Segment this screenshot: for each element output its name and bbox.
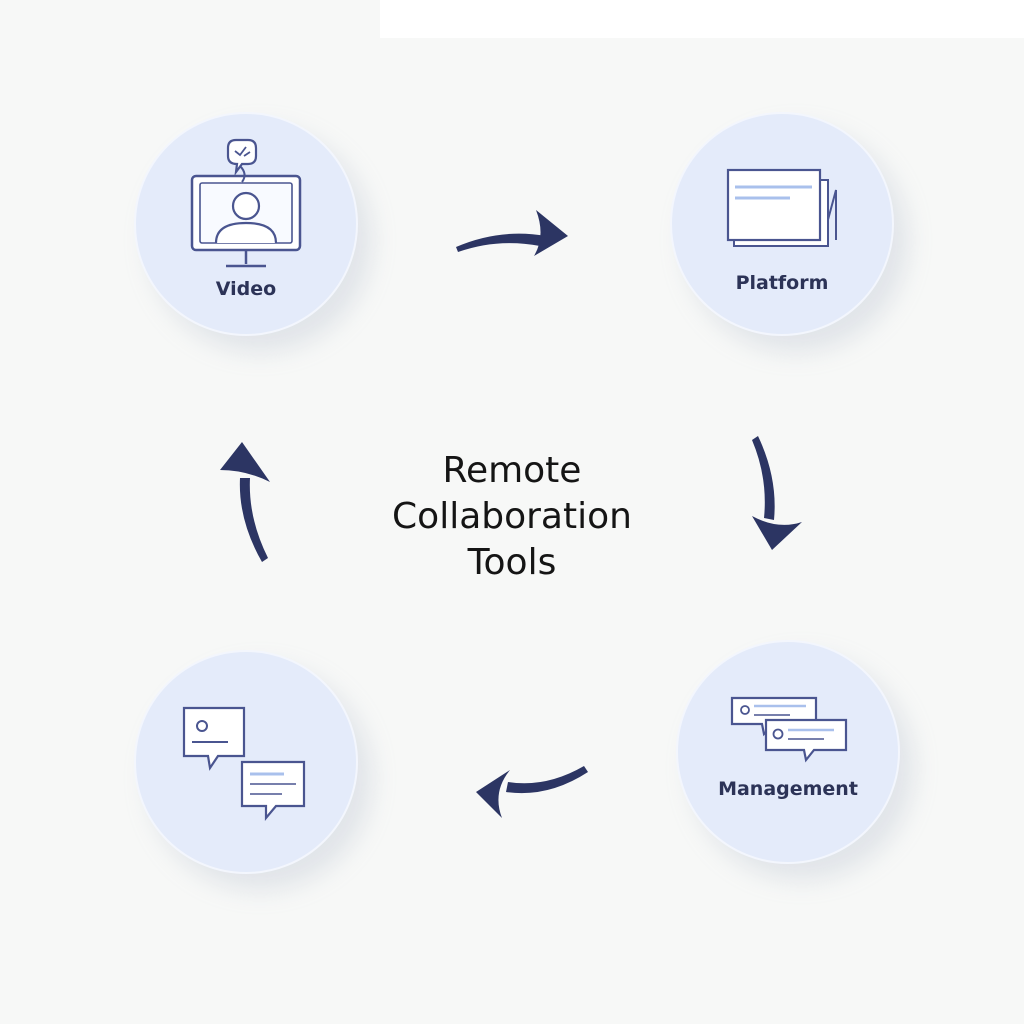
arrow-video-to-platform: [456, 210, 568, 256]
arrow-chat-to-video: [220, 442, 270, 562]
message-cards-icon: [730, 696, 848, 763]
node-management: Management: [676, 640, 900, 864]
top-strip: [380, 0, 1024, 38]
chat-bubbles-icon: [182, 706, 306, 822]
arrow-management-to-chat: [476, 766, 588, 818]
center-title-line1: Remote: [442, 450, 582, 491]
center-title-line3: Tools: [467, 542, 557, 583]
center-title-line2: Collaboration: [392, 496, 632, 537]
node-platform: Platform: [670, 112, 894, 336]
node-chat: [134, 650, 358, 874]
monitor-person-icon: [190, 138, 302, 268]
documents-icon: [726, 168, 837, 247]
node-label-platform: Platform: [735, 272, 829, 294]
node-label-video: Video: [215, 278, 277, 300]
arrow-platform-to-management: [752, 436, 802, 550]
node-label-management: Management: [718, 778, 858, 800]
center-title: Remote Collaboration Tools: [352, 448, 672, 586]
node-video: Video: [134, 112, 358, 336]
